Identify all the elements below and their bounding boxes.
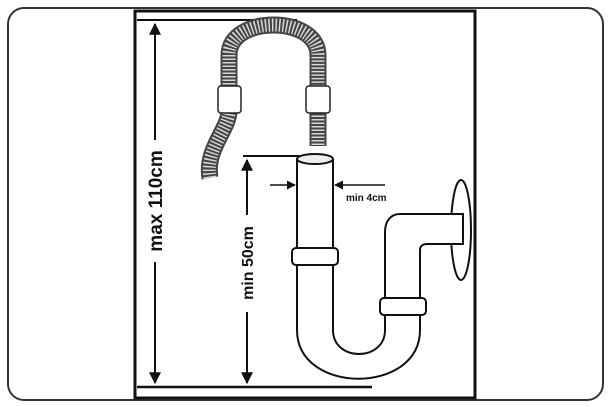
standpipe-opening bbox=[296, 153, 334, 165]
hose-connector-left bbox=[217, 85, 242, 114]
max-height-dimension: max 110cm bbox=[146, 22, 167, 385]
sink-trap bbox=[291, 153, 472, 380]
drain-hose bbox=[200, 16, 331, 180]
min-gap-dimension: min 4cm bbox=[270, 180, 387, 204]
min-gap-label: min 4cm bbox=[346, 193, 387, 204]
min-height-label: min 50cm bbox=[240, 226, 257, 300]
hose-connector-right bbox=[305, 85, 331, 114]
max-height-label: max 110cm bbox=[146, 150, 167, 251]
trap-band-left bbox=[291, 247, 339, 266]
trap-band-right bbox=[379, 297, 427, 316]
min-height-dimension: min 50cm bbox=[240, 158, 257, 385]
